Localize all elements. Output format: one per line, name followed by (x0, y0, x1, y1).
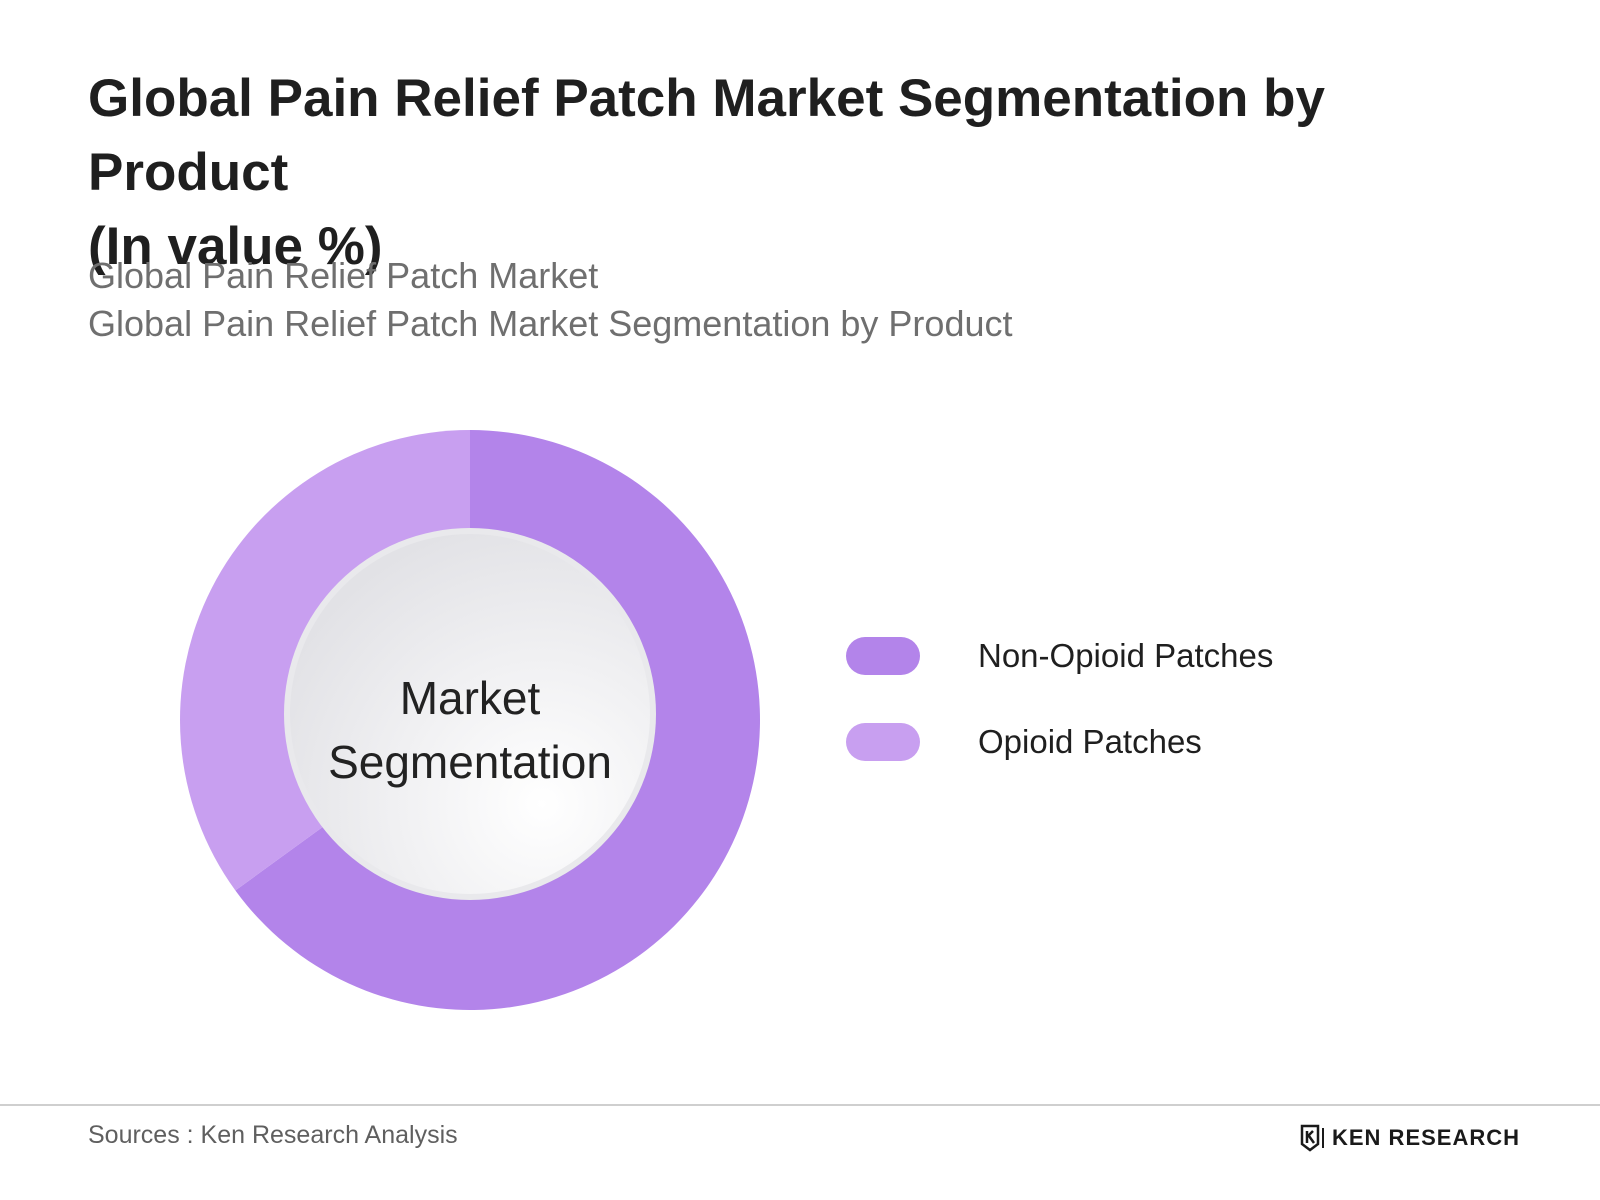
footer-divider (0, 1104, 1600, 1106)
brand-logo: KEN RESEARCH (1300, 1124, 1520, 1152)
legend-label-opioid: Opioid Patches (978, 723, 1202, 760)
legend-swatch-opioid (846, 723, 920, 761)
donut-hole (290, 534, 650, 894)
donut-chart (180, 430, 760, 1010)
subtitle-line-2: Global Pain Relief Patch Market Segmenta… (88, 303, 1013, 344)
ken-research-logo-icon (1300, 1124, 1324, 1152)
title-line-1: Global Pain Relief Patch Market Segmenta… (88, 69, 1325, 202)
source-note: Sources : Ken Research Analysis (88, 1121, 458, 1149)
chart-title: Global Pain Relief Patch Market Segmenta… (88, 62, 1528, 284)
legend-label-non-opioid: Non-Opioid Patches (978, 637, 1274, 674)
legend-item-non-opioid: Non-Opioid Patches (846, 637, 1273, 675)
legend-item-opioid: Opioid Patches (846, 723, 1273, 761)
chart-subtitle: Global Pain Relief Patch Market Global P… (88, 252, 1388, 348)
legend-swatch-non-opioid (846, 637, 920, 675)
title-line-2: (In value %) (88, 217, 383, 276)
chart-legend: Non-Opioid Patches Opioid Patches (846, 637, 1273, 809)
subtitle-line-1: Global Pain Relief Patch Market (88, 255, 599, 296)
brand-name: KEN RESEARCH (1332, 1125, 1521, 1150)
